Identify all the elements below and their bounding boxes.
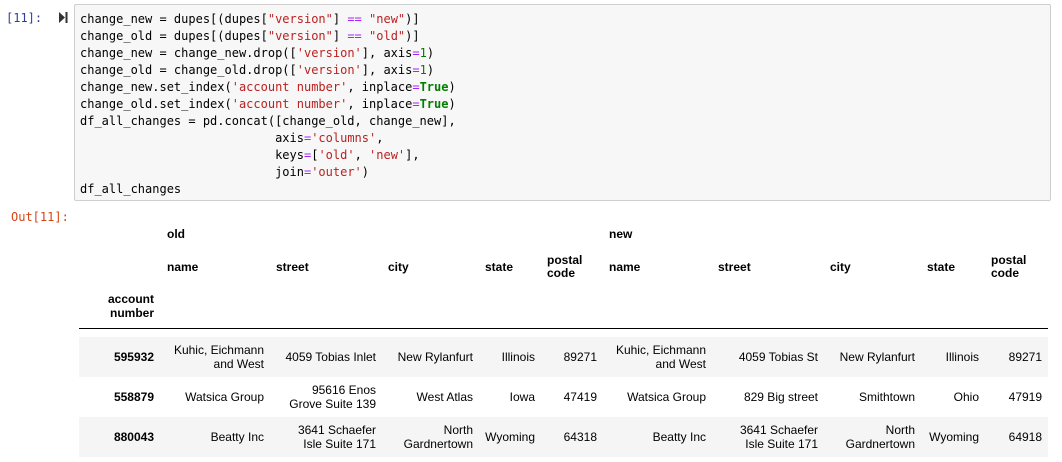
- column-header: name: [167, 259, 199, 274]
- cell-new-name: Kuhic, Eichmann and West: [615, 343, 706, 371]
- cell-old-postal-code: 89271: [563, 350, 597, 364]
- cell-old-street: 4059 Tobias Inlet: [285, 350, 376, 364]
- cell-old-postal-code: 47419: [563, 390, 597, 404]
- column-header: city: [388, 259, 409, 274]
- cell-new-name: Beatty Inc: [652, 430, 706, 444]
- cell-new-state: Ohio: [953, 390, 979, 404]
- cell-old-city: West Atlas: [416, 390, 473, 404]
- column-header: state: [927, 259, 956, 274]
- cell-new-postal-code: 64918: [1008, 430, 1043, 444]
- column-header: street: [718, 259, 751, 274]
- run-cell-icon[interactable]: [58, 12, 68, 23]
- column-header: city: [830, 259, 851, 274]
- cell-old-state: Wyoming: [485, 430, 535, 444]
- cell-new-street: 829 Big street: [743, 390, 818, 404]
- row-index: 880043: [113, 430, 154, 444]
- cell-new-postal-code: 89271: [1008, 350, 1043, 364]
- column-header: postal code: [991, 253, 1027, 280]
- cell-old-city: North Gardnertown: [403, 423, 473, 451]
- cell-new-city: North Gardnertown: [845, 423, 915, 451]
- cell-new-state: Illinois: [945, 350, 979, 364]
- header-group-new: new: [609, 227, 633, 241]
- cell-new-city: Smithtown: [858, 390, 915, 404]
- header-blank: [79, 250, 161, 284]
- cell-old-city: New Rylanfurt: [397, 350, 473, 364]
- cell-old-name: Kuhic, Eichmann and West: [173, 343, 264, 371]
- cell-new-postal-code: 47919: [1008, 390, 1043, 404]
- column-header: postal code: [547, 253, 583, 280]
- table-row: 880043 Beatty Inc 3641 Schaefer Isle Sui…: [79, 417, 1049, 457]
- column-header: state: [485, 259, 514, 274]
- cell-old-name: Watsica Group: [185, 390, 264, 404]
- index-name-header: account number: [107, 292, 154, 320]
- header-blank: [79, 218, 161, 250]
- table-row: 595932 Kuhic, Eichmann and West 4059 Tob…: [79, 337, 1049, 377]
- index-name-row: account number: [79, 284, 1049, 329]
- cell-new-state: Wyoming: [929, 430, 979, 444]
- cell-old-street: 95616 Enos Grove Suite 139: [289, 383, 376, 411]
- cell-new-city: New Rylanfurt: [839, 350, 915, 364]
- row-index: 558879: [113, 390, 154, 404]
- output-prompt: Out[11]:: [11, 210, 69, 224]
- cell-old-postal-code: 64318: [563, 430, 597, 444]
- code-text[interactable]: change_new = dupes[(dupes["version"] == …: [80, 12, 456, 196]
- cell-new-name: Watsica Group: [627, 390, 706, 404]
- cell-new-street: 4059 Tobias St: [738, 350, 818, 364]
- column-header: name: [609, 259, 641, 274]
- row-index: 595932: [113, 350, 154, 364]
- cell-old-state: Illinois: [501, 350, 535, 364]
- cell-old-street: 3641 Schaefer Isle Suite 171: [297, 423, 376, 451]
- cell-new-street: 3641 Schaefer Isle Suite 171: [739, 423, 818, 451]
- header-row-level-1: name street city state postal code name …: [79, 250, 1048, 284]
- dataframe-output: old new name street city state postal co…: [79, 218, 1049, 457]
- cell-old-state: Iowa: [509, 390, 535, 404]
- header-group-old: old: [167, 227, 185, 241]
- code-cell-editor[interactable]: change_new = dupes[(dupes["version"] == …: [74, 4, 1051, 201]
- header-row-level-0: old new: [79, 218, 1048, 250]
- table-row: 558879 Watsica Group 95616 Enos Grove Su…: [79, 377, 1048, 417]
- cell-old-name: Beatty Inc: [210, 430, 264, 444]
- column-header: street: [276, 259, 309, 274]
- input-prompt: [11]:: [6, 11, 43, 25]
